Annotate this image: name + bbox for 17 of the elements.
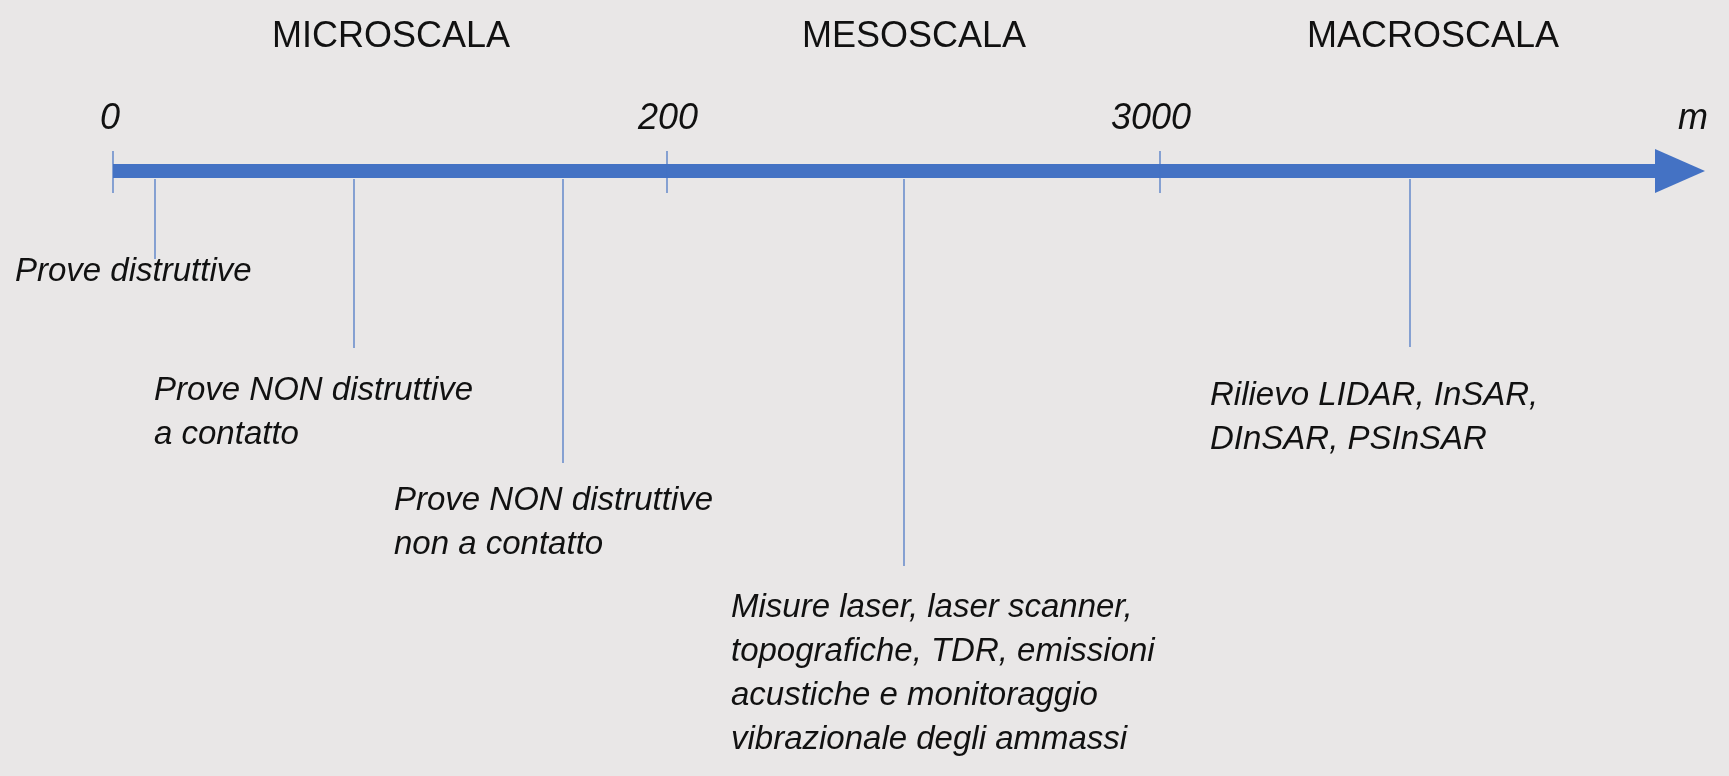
tick-label: 3000 bbox=[1110, 96, 1192, 138]
method-label: Prove distruttive bbox=[15, 248, 345, 292]
method-label: Misure laser, laser scanner, topografiche, TDR, emissioni acustiche e monitoraggio vibrazionale degli ammassi bbox=[731, 584, 1251, 760]
leader-line bbox=[1409, 178, 1411, 348]
tick-label: 200 bbox=[637, 96, 699, 138]
method-label: Prove NON distruttive a contatto bbox=[154, 367, 499, 455]
method-label: Rilievo LIDAR, InSAR, DInSAR, PSInSAR bbox=[1210, 372, 1610, 460]
leader-line bbox=[562, 178, 564, 464]
method-label: Prove NON distruttive non a contatto bbox=[394, 477, 774, 565]
leader-line bbox=[154, 178, 156, 260]
leader-line bbox=[353, 178, 355, 349]
scale-heading: MESOSCALA bbox=[801, 14, 1027, 56]
leader-line bbox=[903, 178, 905, 567]
tick-label: 0 bbox=[100, 96, 120, 138]
tick-label: m bbox=[1678, 96, 1708, 138]
scale-heading: MACROSCALA bbox=[1306, 14, 1560, 56]
scale-heading: MICROSCALA bbox=[272, 14, 510, 56]
